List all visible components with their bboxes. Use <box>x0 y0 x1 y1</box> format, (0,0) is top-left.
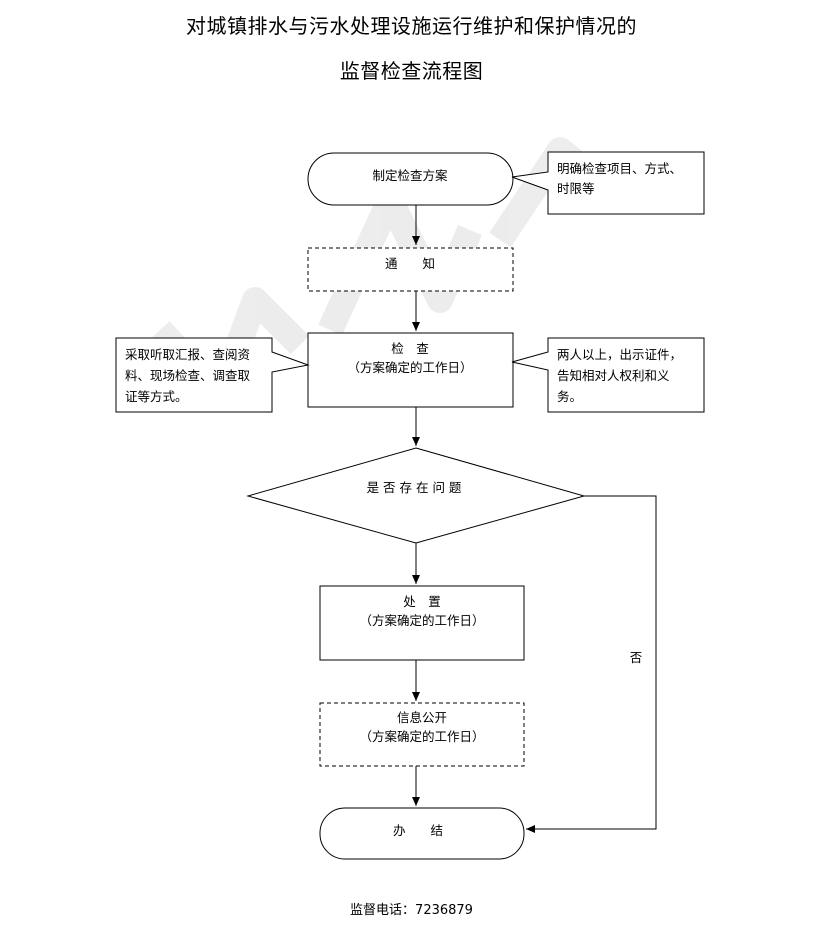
note-method: 采取听取汇报、查阅资 料、现场检查、调查取 证等方式。 <box>115 337 310 413</box>
note-plan-line-2: 时限等 <box>557 181 595 196</box>
node-handle: 处 置 （方案确定的工作日） <box>319 585 525 661</box>
note-plan: 明确检查项目、方式、 时限等 <box>511 151 705 215</box>
node-handle-label: 处 置 <box>403 594 441 609</box>
node-decision: 是 否 存 在 问 题 <box>246 447 586 544</box>
node-disclose: 信息公开 （方案确定的工作日） <box>319 702 525 767</box>
node-decision-label: 是 否 存 在 问 题 <box>367 480 462 495</box>
node-inspect-label: 检 查 <box>391 341 429 356</box>
note-people-line-1: 两人以上，出示证件， <box>557 347 682 362</box>
node-inspect-sublabel: （方案确定的工作日） <box>347 360 472 375</box>
node-notify-label: 通 知 <box>385 256 435 271</box>
node-finish: 办 结 <box>319 807 525 860</box>
node-inspect: 检 查 （方案确定的工作日） <box>307 332 514 408</box>
note-people: 两人以上，出示证件， 告知相对人权利和义 务。 <box>511 337 705 413</box>
note-plan-line-1: 明确检查项目、方式、 <box>557 161 682 176</box>
page-title: 对城镇排水与污水处理设施运行维护和保护情况的 <box>186 14 637 38</box>
node-disclose-label: 信息公开 <box>397 710 447 725</box>
node-plan: 制定检查方案 <box>307 152 514 206</box>
node-disclose-sublabel: （方案确定的工作日） <box>359 729 484 744</box>
node-finish-label: 办 结 <box>393 823 443 838</box>
branch-no-label: 否 <box>630 650 643 665</box>
note-method-line-1: 采取听取汇报、查阅资 <box>125 347 250 362</box>
note-method-line-2: 料、现场检查、调查取 <box>125 368 251 383</box>
note-method-line-3: 证等方式。 <box>125 389 188 404</box>
node-handle-sublabel: （方案确定的工作日） <box>359 613 484 628</box>
note-people-line-3: 务。 <box>557 389 582 404</box>
arrow-no-branch <box>526 495 657 833</box>
supervision-hotline: 监督电话：7236879 <box>350 903 473 918</box>
node-plan-label: 制定检查方案 <box>372 168 448 183</box>
note-people-line-2: 告知相对人权利和义 <box>557 368 670 383</box>
node-notify: 通 知 <box>307 247 514 292</box>
page-subtitle: 监督检查流程图 <box>339 59 484 83</box>
